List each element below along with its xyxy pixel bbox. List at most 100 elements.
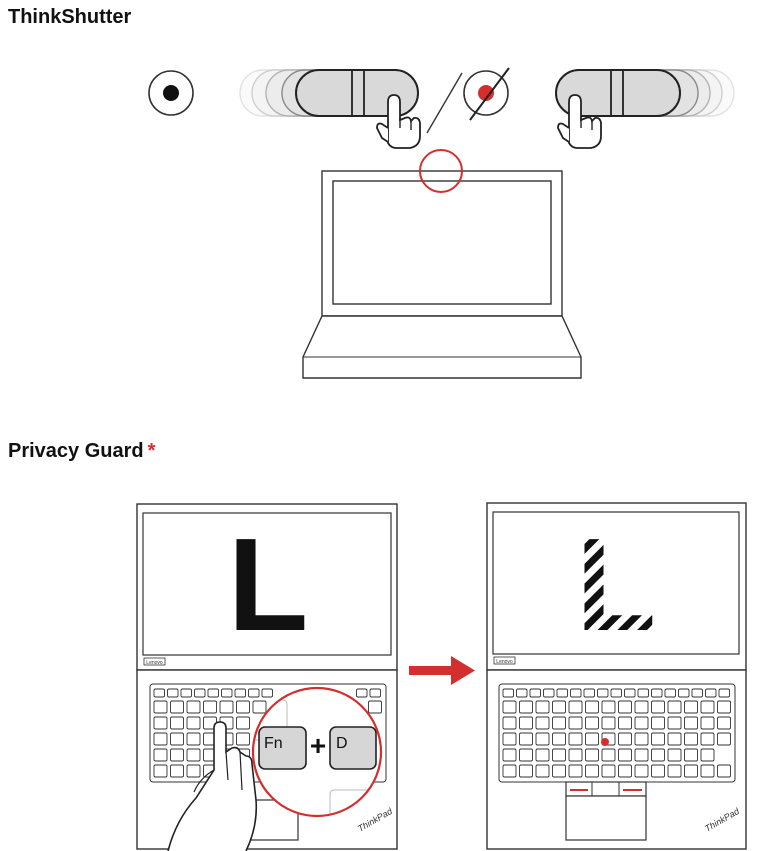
- keyboard-key: [637, 688, 649, 698]
- fn-key-label: Fn: [264, 735, 283, 752]
- keyboard-key: [552, 732, 566, 746]
- keyboard-key: [368, 700, 382, 714]
- keyboard-key: [519, 732, 533, 746]
- keyboard-key: [519, 700, 533, 714]
- trackpoint: [601, 738, 609, 746]
- keyboard-key: [568, 764, 583, 778]
- keyboard-key: [519, 748, 533, 762]
- screen-letter-normal: L: [228, 511, 309, 658]
- keyboard-key: [717, 716, 731, 730]
- keyboard-key: [601, 764, 616, 778]
- keyboard-key: [153, 716, 168, 730]
- keyboard-key: [624, 688, 636, 698]
- pointing-hand-icon-2: [557, 94, 602, 149]
- keyboard-key: [678, 688, 690, 698]
- keyboard-key: [717, 764, 731, 778]
- camera-highlight-circle: [419, 149, 463, 193]
- privacy-guard-title-text: Privacy Guard: [8, 440, 144, 462]
- keyboard-key: [651, 764, 665, 778]
- keyboard-key: [248, 688, 260, 698]
- keyboard-key: [519, 716, 533, 730]
- keyboard-key: [252, 700, 267, 714]
- keyboard-key: [529, 688, 541, 698]
- keyboard-key: [667, 748, 682, 762]
- keyboard-key: [684, 732, 698, 746]
- keyboard-key: [610, 688, 622, 698]
- keyboard-key: [186, 716, 201, 730]
- laptop-privacy-on: Lenovo L ThinkPad: [486, 502, 747, 850]
- keyboard-key: [717, 732, 731, 746]
- keyboard-key: [568, 716, 583, 730]
- keyboard-key: [651, 700, 665, 714]
- keyboard-key: [194, 688, 206, 698]
- keyboard-key: [705, 688, 717, 698]
- d-key: D: [329, 726, 377, 770]
- keyboard-key: [618, 764, 632, 778]
- keyboard-key: [601, 700, 616, 714]
- keyboard-key: [651, 732, 665, 746]
- keyboard-key: [568, 700, 583, 714]
- keyboard-key: [585, 764, 599, 778]
- transition-arrow-icon: [409, 656, 475, 685]
- keyboard-key: [651, 748, 665, 762]
- keyboard-key: [664, 688, 676, 698]
- keyboard-key: [634, 732, 649, 746]
- keyboard-key: [618, 732, 632, 746]
- keyboard-key: [535, 748, 550, 762]
- keyboard-key: [502, 688, 514, 698]
- fn-key: Fn: [258, 726, 307, 770]
- keyboard-key: [502, 732, 517, 746]
- keyboard-key: [667, 732, 682, 746]
- keyboard-key: [568, 732, 583, 746]
- keyboard-key: [170, 716, 184, 730]
- keyboard-key: [718, 688, 730, 698]
- screen-letter-obscured: L: [576, 511, 657, 658]
- keyboard-key: [667, 700, 682, 714]
- keyboard-key: [700, 764, 715, 778]
- keyboard-key: [153, 688, 165, 698]
- keyboard-key: [543, 688, 555, 698]
- keyboard-key: [634, 764, 649, 778]
- plus-sign: +: [310, 730, 326, 761]
- keyboard-key: [618, 748, 632, 762]
- keyboard-key: [552, 748, 566, 762]
- keyboard-key: [585, 748, 599, 762]
- keyboard-key: [369, 688, 381, 698]
- keyboard-key: [203, 700, 217, 714]
- keyboard-key: [153, 764, 168, 778]
- keyboard-key: [167, 688, 179, 698]
- keyboard-key: [583, 688, 595, 698]
- keyboard-key: [634, 700, 649, 714]
- keyboard-key: [153, 748, 168, 762]
- keyboard-key: [186, 764, 201, 778]
- keyboard-key: [691, 688, 703, 698]
- keyboard-key: [221, 688, 233, 698]
- keyboard-key: [186, 748, 201, 762]
- keyboard-key: [153, 732, 168, 746]
- keyboard-key: [634, 716, 649, 730]
- keyboard-key: [667, 764, 682, 778]
- keyboard-key: [684, 716, 698, 730]
- keyboard-key: [667, 716, 682, 730]
- keyboard-key: [700, 748, 715, 762]
- keyboard-key: [651, 716, 665, 730]
- keyboard-key: [570, 688, 582, 698]
- keyboard-key: [502, 716, 517, 730]
- keyboard-key: [618, 716, 632, 730]
- keyboard-left: [149, 683, 387, 783]
- keyboard-key: [601, 748, 616, 762]
- keyboard-key: [170, 732, 184, 746]
- keyboard-key: [502, 764, 517, 778]
- keyboard-key: [700, 700, 715, 714]
- keyboard-key: [651, 688, 663, 698]
- keyboard-key: [552, 700, 566, 714]
- keyboard-key: [236, 732, 250, 746]
- keyboard-key: [180, 688, 192, 698]
- keyboard-key: [170, 748, 184, 762]
- keyboard-key: [219, 700, 234, 714]
- keyboard-key: [585, 700, 599, 714]
- keyboard-key: [207, 688, 219, 698]
- keyboard-key: [502, 700, 517, 714]
- webcam-open-icon: [148, 70, 194, 116]
- d-key-label: D: [336, 735, 348, 752]
